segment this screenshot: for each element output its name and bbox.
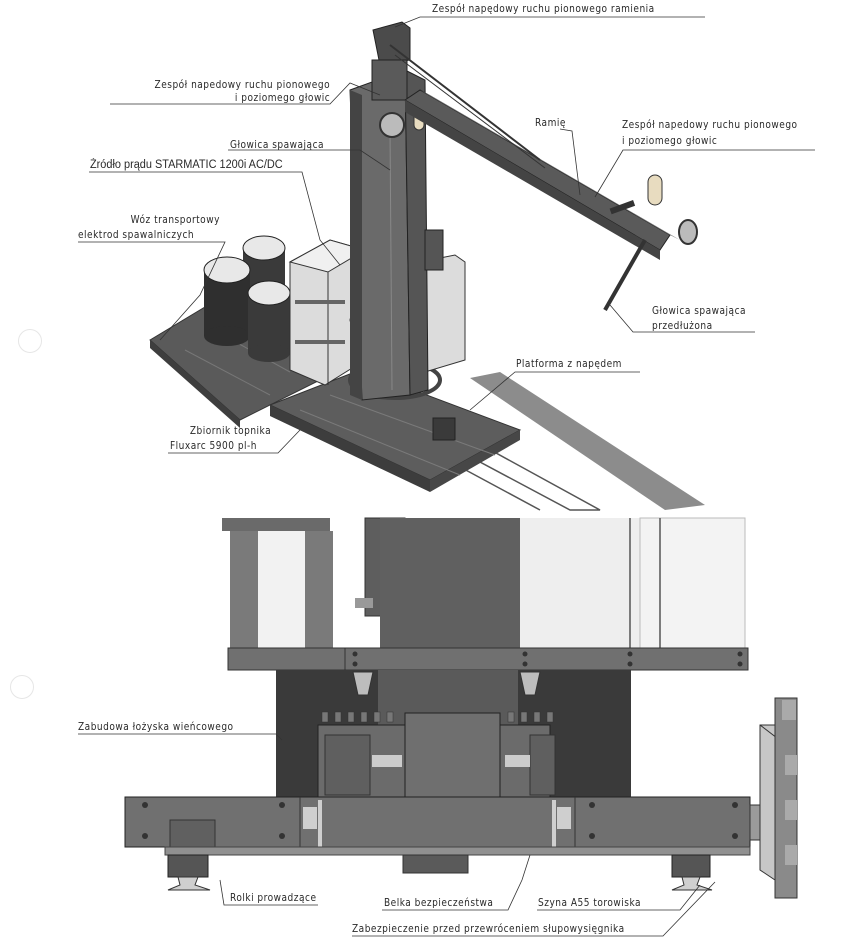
column [349,21,444,401]
label-extended-head-line2: przedłużona [652,319,713,332]
guide-rollers [167,854,713,891]
label-platform: Platforma z napędem [516,357,622,370]
label-head-drive-right-line2: i poziomego głowic [622,134,718,147]
label-head-drive-right-line1: Zespół napedowy ruchu pionowego [622,118,798,131]
slewing-bearing-assembly [276,670,631,804]
label-head-drive-left-line1: Zespół napedowy ruchu pionowego [154,78,330,91]
label-slewing-bearing: Zabudowa łożyska wieńcowego [78,720,234,733]
leader-lines [78,16,815,454]
label-anti-tip: Zabezpieczenie przed przewróceniem słupo… [352,922,625,935]
isometric-manipulator-drawing [78,16,815,511]
label-guide-rollers: Rolki prowadzące [230,891,317,904]
side-view-fragment [759,697,798,899]
label-extended-head-line1: Głowica spawająca [652,304,747,317]
boom-arm [389,44,698,311]
label-cart-line1: Wóz transportowy [130,213,220,226]
label-arm-vertical-drive: Zespół napędowy ruchu pionowego ramienia [432,2,655,15]
electrode-drums [203,235,291,362]
carriage-base [124,796,769,874]
drive-platform [268,360,522,492]
label-head-drive-left-line2: i poziomego głowic [234,91,330,104]
label-safety-beam: Belka bezpieczeństwa [384,896,494,909]
punch-hole [10,675,34,699]
label-power-source: Źródło prądu STARMATIC 1200i AC/DC [90,159,283,171]
label-flux-tank-line1: Zbiornik topnika [189,424,271,437]
label-cart-line2: elektrod spawalniczych [78,228,195,241]
punch-hole [18,329,42,353]
label-arm: Ramię [535,116,566,129]
upper-frame [222,517,749,671]
label-welding-head: Głowica spawająca [230,138,325,151]
label-flux-tank-line2: Fluxarc 5900 pl-h [170,439,258,452]
label-rail: Szyna A55 torowiska [538,896,642,909]
